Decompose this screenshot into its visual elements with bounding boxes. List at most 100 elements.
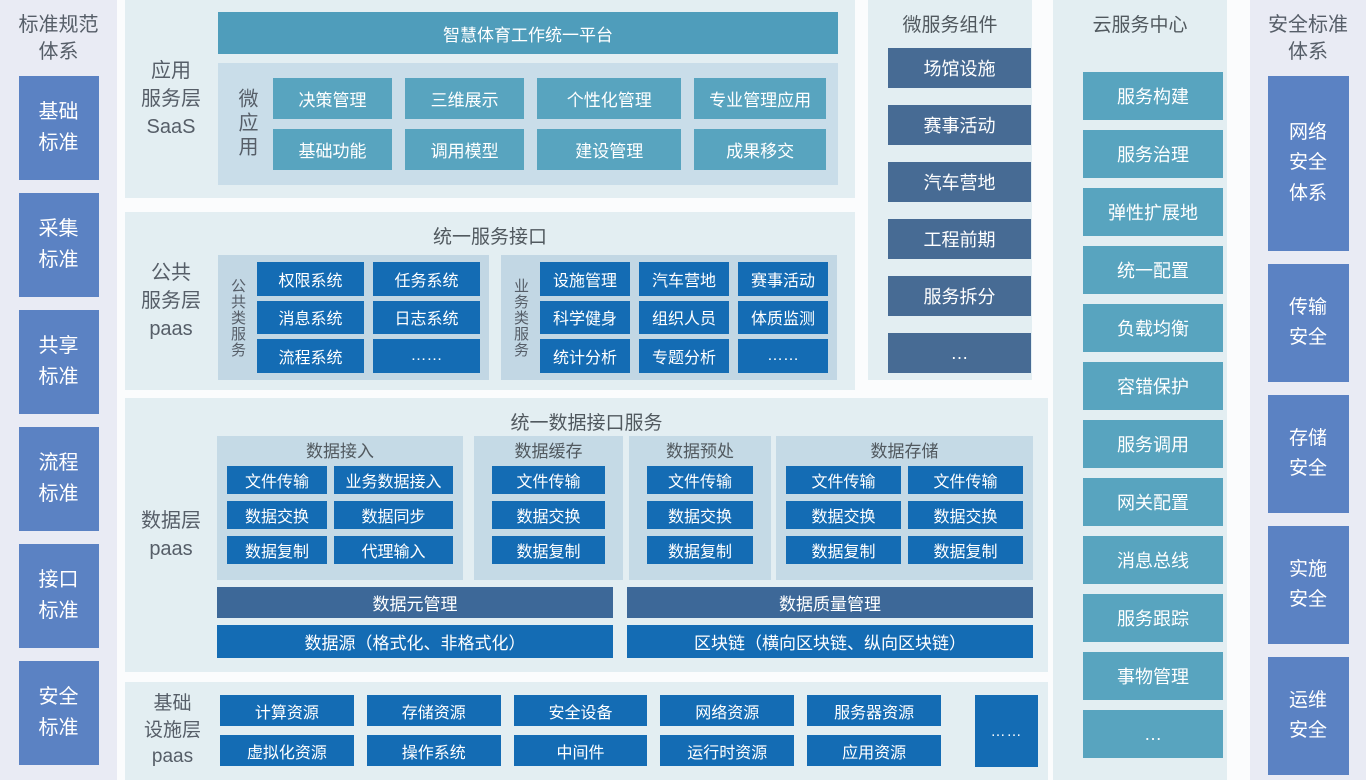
business-services-label: 业务类服务 <box>512 277 529 358</box>
cloud-service-box: 服务调用 <box>1083 420 1223 468</box>
blockchain-bar: 区块链（横向区块链、纵向区块链） <box>627 625 1033 658</box>
cloud-service-box: 弹性扩展地 <box>1083 188 1223 236</box>
standards-list: 基础 标准采集 标准共享 标准流程 标准接口 标准安全 标准 <box>0 76 117 765</box>
infra-resource-box: 网络资源 <box>660 695 795 726</box>
standard-box: 流程 标准 <box>18 427 99 531</box>
infrastructure-row-2: 虚拟化资源操作系统中间件运行时资源应用资源 <box>220 735 941 766</box>
app-box: 专业管理应用 <box>694 78 826 119</box>
infra-resource-box: 安全设备 <box>513 695 648 726</box>
infrastructure-rows: 计算资源存储资源安全设备网络资源服务器资源 虚拟化资源操作系统中间件运行时资源应… <box>220 695 941 766</box>
common-service-box: 流程系统 <box>257 339 364 373</box>
standard-box: 共享 标准 <box>18 310 99 414</box>
cloud-service-box: 消息总线 <box>1083 536 1223 584</box>
business-service-box: 汽车营地 <box>639 262 729 296</box>
data-op-box: 业务数据接入 <box>334 466 453 494</box>
common-service-box: 日志系统 <box>373 300 480 335</box>
cloud-service-box: … <box>1083 710 1223 758</box>
business-service-box: …… <box>738 339 828 373</box>
security-box: 存储 安全 <box>1267 395 1349 513</box>
cloud-service-box: 服务治理 <box>1083 130 1223 178</box>
common-service-box: …… <box>373 339 480 373</box>
common-service-box: 消息系统 <box>257 300 364 335</box>
data-preprocess-group: 数据预处 文件传输数据交换数据复制 <box>629 436 771 580</box>
data-source-bar: 数据源（格式化、非格式化） <box>217 625 613 658</box>
infra-resource-box: 服务器资源 <box>807 695 941 726</box>
infrastructure-layer-panel: 基础 设施层 paas 计算资源存储资源安全设备网络资源服务器资源 虚拟化资源操… <box>125 682 1048 780</box>
public-layer-label: 公共 服务层 paas <box>141 262 201 340</box>
business-service-box: 组织人员 <box>639 300 729 335</box>
app-box: 调用模型 <box>405 129 525 170</box>
standard-box: 采集 标准 <box>18 193 99 297</box>
business-service-box: 赛事活动 <box>738 262 828 296</box>
app-box: 建设管理 <box>537 129 682 170</box>
common-service-box: 权限系统 <box>257 262 364 296</box>
data-op-box: 数据复制 <box>647 536 753 564</box>
cloud-service-box: 负载均衡 <box>1083 304 1223 352</box>
microservice-box: … <box>888 333 1031 373</box>
data-meta-management-bar: 数据元管理 <box>217 587 613 618</box>
data-op-box: 数据交换 <box>908 501 1023 529</box>
cloud-service-box: 容错保护 <box>1083 362 1223 410</box>
microservices-title: 微服务组件 <box>902 15 998 36</box>
microservice-box: 场馆设施 <box>888 48 1031 88</box>
business-service-box: 科学健身 <box>540 300 630 335</box>
cloud-services-list: 服务构建服务治理弹性扩展地统一配置负载均衡容错保护服务调用网关配置消息总线服务跟… <box>1083 72 1223 758</box>
standard-box: 接口 标准 <box>18 544 99 648</box>
data-preprocess-title: 数据预处 <box>666 442 734 461</box>
micro-apps-label: 微应用 <box>235 88 257 160</box>
data-op-box: 数据复制 <box>492 536 605 564</box>
security-standards-sidebar: 安全标准 体系 网络 安全 体系传输 安全存储 安全实施 安全运维 安全 <box>1250 0 1366 780</box>
common-services-label: 公共类服务 <box>229 277 246 358</box>
app-box: 三维展示 <box>405 78 525 119</box>
business-services-grid: 设施管理汽车营地赛事活动科学健身组织人员体质监测统计分析专题分析…… <box>540 262 828 373</box>
data-storage-title: 数据存储 <box>870 442 939 461</box>
data-op-box: 数据交换 <box>492 501 605 529</box>
security-standards-list: 网络 安全 体系传输 安全存储 安全实施 安全运维 安全 <box>1250 76 1366 775</box>
cloud-service-box: 统一配置 <box>1083 246 1223 294</box>
microservices-list: 场馆设施赛事活动汽车营地工程前期服务拆分… <box>888 48 1031 373</box>
infra-resource-box: 运行时资源 <box>660 735 795 766</box>
infra-resource-box: 应用资源 <box>807 735 941 766</box>
business-services-group: 业务类服务 设施管理汽车营地赛事活动科学健身组织人员体质监测统计分析专题分析…… <box>501 255 837 380</box>
platform-title-bar: 智慧体育工作统一平台 <box>218 12 838 54</box>
data-quality-management-bar: 数据质量管理 <box>627 587 1033 618</box>
data-storage-group: 数据存储 文件传输文件传输数据交换数据交换数据复制数据复制 <box>776 436 1033 580</box>
data-access-grid: 文件传输业务数据接入数据交换数据同步数据复制代理输入 <box>227 466 453 564</box>
unified-service-interface-title: 统一服务接口 <box>432 227 547 248</box>
data-op-box: 数据交换 <box>227 501 327 529</box>
cloud-service-box: 服务跟踪 <box>1083 594 1223 642</box>
data-storage-grid: 文件传输文件传输数据交换数据交换数据复制数据复制 <box>786 466 1023 564</box>
data-op-box: 数据同步 <box>334 501 453 529</box>
cloud-service-box: 网关配置 <box>1083 478 1223 526</box>
data-access-group: 数据接入 文件传输业务数据接入数据交换数据同步数据复制代理输入 <box>217 436 463 580</box>
data-cache-group: 数据缓存 文件传输数据交换数据复制 <box>474 436 623 580</box>
infrastructure-layer-label: 基础 设施层 paas <box>143 693 201 768</box>
data-op-box: 数据复制 <box>908 536 1023 564</box>
saas-layer-label: 应用 服务层 SaaS <box>141 60 201 138</box>
data-cache-title: 数据缓存 <box>514 442 583 461</box>
data-op-box: 文件传输 <box>647 466 753 494</box>
micro-apps-container: 微应用 决策管理三维展示个性化管理专业管理应用基础功能调用模型建设管理成果移交 <box>218 63 838 185</box>
security-box: 实施 安全 <box>1267 526 1349 644</box>
data-op-box: 文件传输 <box>908 466 1023 494</box>
security-box: 运维 安全 <box>1267 657 1349 775</box>
data-preprocess-grid: 文件传输数据交换数据复制 <box>639 466 761 564</box>
security-box: 网络 安全 体系 <box>1267 76 1349 251</box>
microservice-box: 汽车营地 <box>888 162 1031 202</box>
business-service-box: 统计分析 <box>540 339 630 373</box>
microservices-panel: 微服务组件 场馆设施赛事活动汽车营地工程前期服务拆分… <box>868 0 1032 380</box>
data-op-box: 代理输入 <box>334 536 453 564</box>
saas-layer-panel: 应用 服务层 SaaS 智慧体育工作统一平台 微应用 决策管理三维展示个性化管理… <box>125 0 855 198</box>
data-op-box: 文件传输 <box>492 466 605 494</box>
business-service-box: 设施管理 <box>540 262 630 296</box>
public-service-layer-panel: 公共 服务层 paas 统一服务接口 公共类服务 权限系统任务系统消息系统日志系… <box>125 212 855 390</box>
microservice-box: 服务拆分 <box>888 276 1031 316</box>
infrastructure-row-1: 计算资源存储资源安全设备网络资源服务器资源 <box>220 695 941 726</box>
data-op-box: 数据复制 <box>786 536 901 564</box>
data-op-box: 数据复制 <box>227 536 327 564</box>
app-box: 个性化管理 <box>537 78 682 119</box>
app-box: 决策管理 <box>273 78 393 119</box>
cloud-service-box: 事物管理 <box>1083 652 1223 700</box>
data-op-box: 数据交换 <box>647 501 753 529</box>
